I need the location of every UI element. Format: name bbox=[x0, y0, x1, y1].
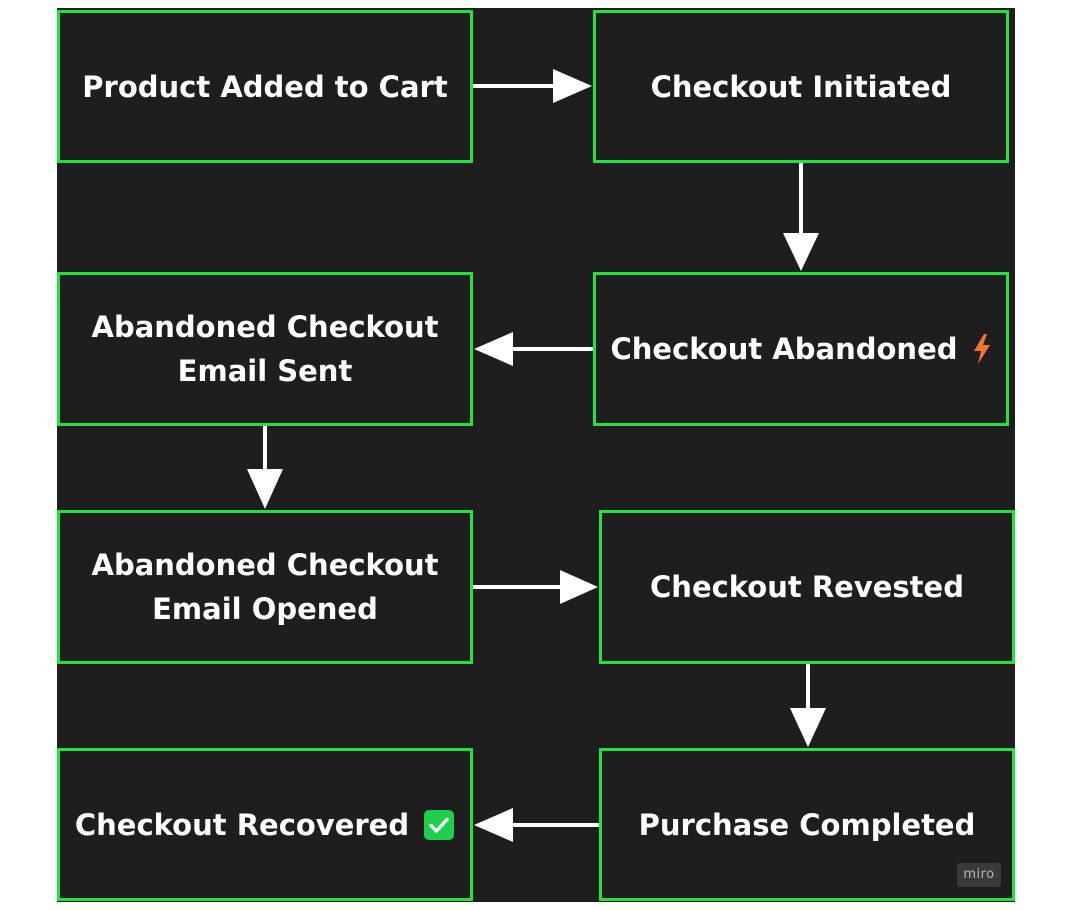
node-checkout-initiated[interactable]: Checkout Initiated bbox=[593, 10, 1009, 163]
node-label: Purchase Completed bbox=[638, 807, 976, 842]
arrow-opened-to-revested bbox=[473, 570, 598, 604]
node-abandoned-email-sent[interactable]: Abandoned Checkout Email Sent bbox=[57, 272, 473, 426]
node-label: Product Added to Cart bbox=[82, 69, 448, 104]
node-abandoned-email-opened[interactable]: Abandoned Checkout Email Opened bbox=[57, 510, 473, 664]
node-label: Checkout Revested bbox=[650, 570, 964, 604]
arrow-email-sent-to-opened bbox=[247, 426, 283, 509]
node-label: Checkout Abandoned bbox=[610, 332, 958, 366]
node-checkout-abandoned[interactable]: Checkout Abandoned bbox=[593, 272, 1009, 426]
arrow-abandoned-to-email-sent bbox=[474, 332, 593, 366]
node-purchase-completed[interactable]: Purchase Completed bbox=[599, 748, 1015, 901]
arrow-initiated-to-abandoned bbox=[783, 163, 819, 271]
node-label: Abandoned Checkout Email Opened bbox=[91, 548, 439, 626]
node-label: Abandoned Checkout Email Sent bbox=[91, 310, 439, 388]
arrow-product-to-initiated bbox=[473, 69, 592, 103]
node-checkout-revested[interactable]: Checkout Revested bbox=[599, 510, 1015, 664]
node-checkout-recovered[interactable]: Checkout Recovered bbox=[57, 748, 473, 901]
arrow-completed-to-recovered bbox=[474, 808, 599, 842]
node-label: Checkout Initiated bbox=[650, 69, 952, 104]
node-product-added[interactable]: Product Added to Cart bbox=[57, 10, 473, 163]
lightning-bolt-icon bbox=[972, 333, 992, 365]
miro-watermark: miro bbox=[957, 863, 1001, 887]
node-label: Checkout Recovered bbox=[74, 807, 410, 842]
green-checkmark-icon bbox=[423, 809, 455, 841]
arrow-revested-to-completed bbox=[790, 664, 826, 747]
